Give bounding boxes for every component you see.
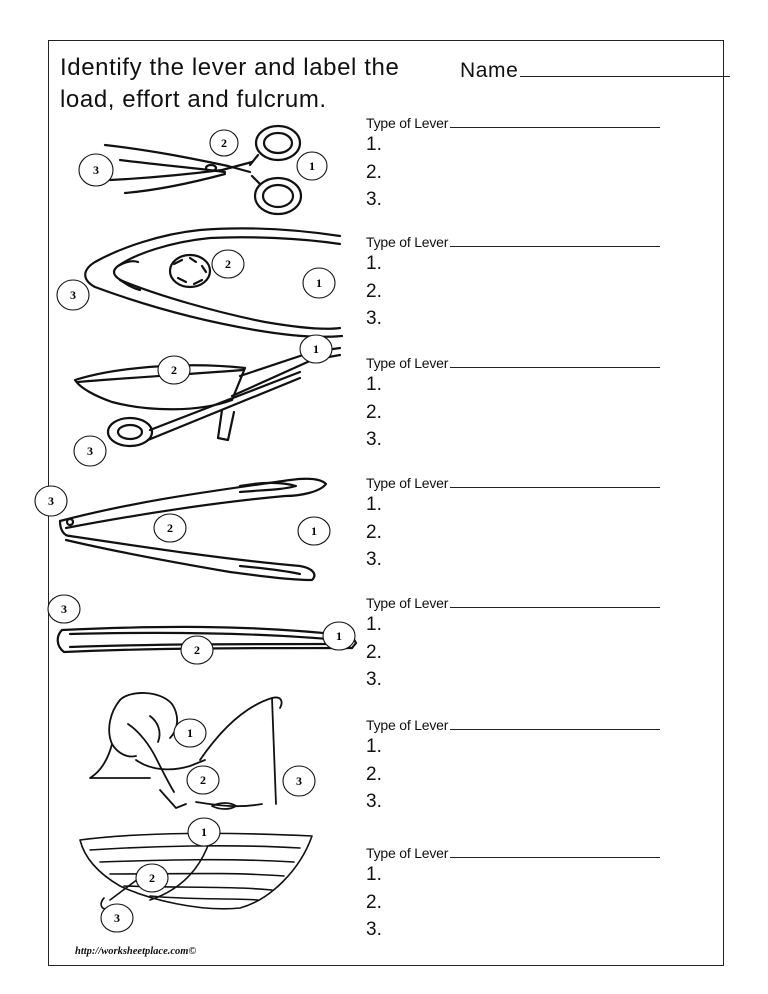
answer-item-3[interactable]: 3. (366, 549, 382, 570)
answer-line[interactable] (450, 845, 661, 858)
page-title: Identify the lever and label the load, e… (60, 54, 400, 113)
answer-line[interactable] (450, 234, 661, 247)
question-block-2: Type of Lever 1. 2. 3. (366, 234, 696, 333)
answer-item-3[interactable]: 3. (366, 669, 382, 690)
answer-item-2[interactable]: 2. (366, 641, 382, 663)
answer-item-1[interactable]: 1. (366, 253, 382, 274)
answer-item-3[interactable]: 3. (366, 189, 382, 210)
answer-item-2[interactable]: 2. (366, 280, 382, 302)
answer-item-1[interactable]: 1. (366, 614, 382, 635)
answer-item-2[interactable]: 2. (366, 763, 382, 785)
answer-item-3[interactable]: 3. (366, 791, 382, 812)
name-field[interactable]: Name (460, 58, 731, 83)
answer-line[interactable] (450, 355, 661, 368)
question-block-6: Type of Lever 1. 2. 3. (366, 717, 696, 816)
question-block-3: Type of Lever 1. 2. 3. (366, 355, 696, 454)
answer-item-2[interactable]: 2. (366, 891, 382, 913)
answer-item-1[interactable]: 1. (366, 864, 382, 885)
answer-line[interactable] (450, 595, 661, 608)
answer-item-1[interactable]: 1. (366, 374, 382, 395)
answer-item-1[interactable]: 1. (366, 494, 382, 515)
type-of-lever-label[interactable]: Type of Lever (366, 845, 696, 861)
answer-item-2[interactable]: 2. (366, 401, 382, 423)
answer-line[interactable] (450, 475, 661, 488)
answer-item-2[interactable]: 2. (366, 161, 382, 183)
name-underline[interactable] (520, 58, 731, 77)
type-of-lever-label[interactable]: Type of Lever (366, 595, 696, 611)
answer-item-3[interactable]: 3. (366, 919, 382, 940)
type-of-lever-label[interactable]: Type of Lever (366, 355, 696, 371)
question-block-4: Type of Lever 1. 2. 3. (366, 475, 696, 574)
answer-line[interactable] (450, 717, 661, 730)
type-of-lever-label[interactable]: Type of Lever (366, 234, 696, 250)
type-of-lever-label[interactable]: Type of Lever (366, 475, 696, 491)
answer-line[interactable] (450, 115, 661, 128)
question-block-5: Type of Lever 1. 2. 3. (366, 595, 696, 694)
footer-credit: http://worksheetplace.com© (75, 946, 197, 957)
type-of-lever-label[interactable]: Type of Lever (366, 717, 696, 733)
name-label: Name (460, 59, 519, 82)
answer-item-1[interactable]: 1. (366, 134, 382, 155)
answer-item-3[interactable]: 3. (366, 308, 382, 329)
type-of-lever-label[interactable]: Type of Lever (366, 115, 696, 131)
answer-item-2[interactable]: 2. (366, 521, 382, 543)
question-block-1: Type of Lever 1. 2. 3. (366, 115, 696, 214)
answer-item-3[interactable]: 3. (366, 429, 382, 450)
answer-item-1[interactable]: 1. (366, 736, 382, 757)
question-block-7: Type of Lever 1. 2. 3. (366, 845, 696, 944)
